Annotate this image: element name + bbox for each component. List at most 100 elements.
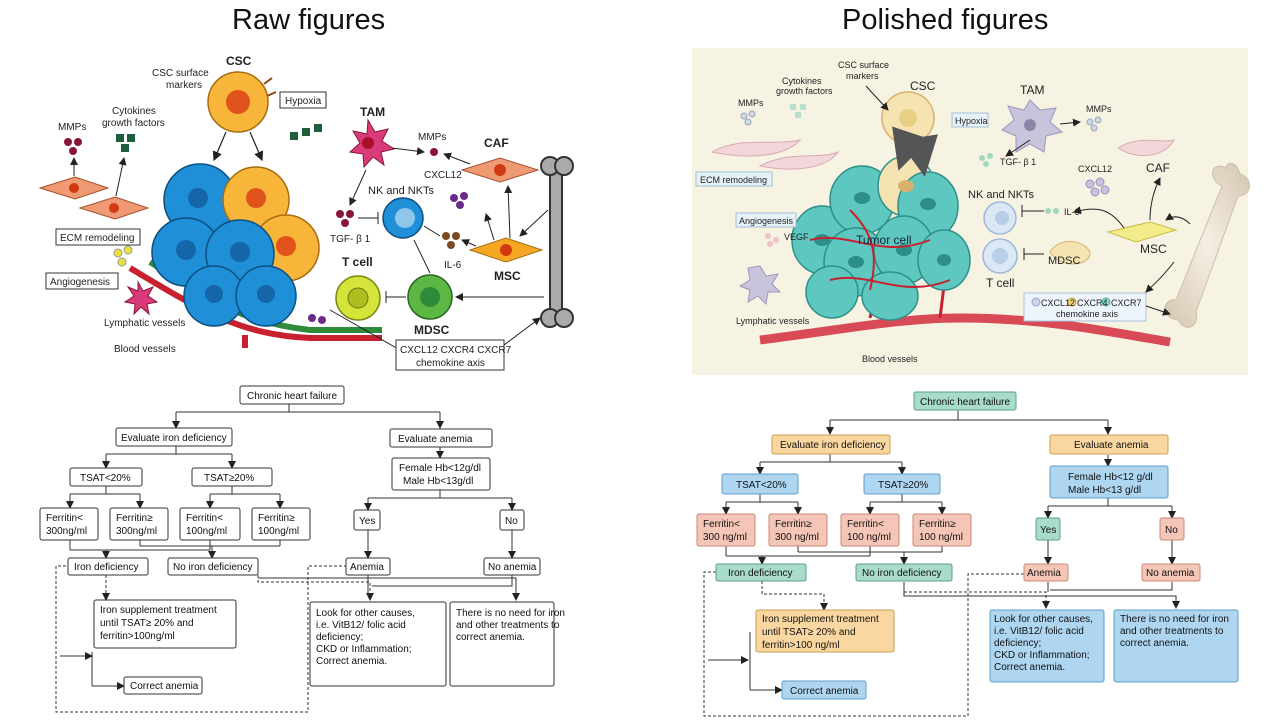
polished-lymphatic-label: Lymphatic vessels: [736, 316, 810, 326]
raw-iron-def: Iron deficiency: [74, 562, 138, 573]
raw-lymphatic-label: Lymphatic vessels: [104, 318, 185, 329]
pol-hb-female: Female Hb<12 g/dl: [1068, 472, 1153, 483]
pol-f4-a: Ferritin≥: [919, 519, 956, 530]
raw-anemia: Anemia: [350, 562, 384, 573]
pol-no: No: [1165, 525, 1178, 536]
pol-noneed-1: There is no need for iron: [1120, 614, 1229, 625]
raw-flowchart-boxes: [39, 385, 555, 695]
pol-hb-male: Male Hb<13 g/dl: [1068, 485, 1141, 496]
raw-hb-female: Female Hb<12g/dl: [399, 463, 481, 474]
polished-axis-cxcr4: CXCR4: [1077, 298, 1108, 308]
raw-tsat-high: TSAT≥20%: [204, 473, 254, 484]
raw-caf-label: CAF: [484, 136, 509, 150]
raw-il6-label: IL-6: [444, 260, 462, 271]
raw-ecm-label: ECM remodeling: [60, 233, 134, 244]
pol-eval-iron: Evaluate iron deficiency: [780, 440, 886, 451]
raw-tumor-figure: CSC CSC surface markers Hypoxia Cytokine…: [38, 54, 574, 371]
pol-tsat-low: TSAT<20%: [736, 480, 787, 491]
raw-other-2: i.e. VitB12/ folic acid: [316, 620, 406, 631]
polished-figures-heading: Polished figures: [842, 4, 1049, 36]
raw-noneed-1: There is no need for iron: [456, 608, 565, 619]
polished-tumor-label: Tumor cell: [856, 233, 912, 247]
polished-axis-label: chemokine axis: [1056, 309, 1119, 319]
raw-angiogenesis-label: Angiogenesis: [50, 277, 110, 288]
pol-f3-b: 100 ng/ml: [847, 532, 891, 543]
raw-eval-iron: Evaluate iron deficiency: [121, 433, 227, 444]
raw-mmps-label: MMPs: [58, 122, 86, 133]
raw-tsat-low: TSAT<20%: [80, 473, 131, 484]
raw-yes: Yes: [359, 516, 375, 527]
polished-tumor-figure: Tumor cell CSC CSC surface markers Hypox…: [692, 48, 1250, 375]
pol-f2-b: 300 ng/ml: [775, 532, 819, 543]
pol-supp-3: ferritin>100 ng/ml: [762, 640, 840, 651]
polished-msc-cell: [1106, 221, 1178, 243]
raw-hypoxia-label: Hypoxia: [285, 96, 322, 107]
polished-csc-markers-line1: CSC surface: [838, 60, 889, 70]
polished-hypoxia-label: Hypoxia: [955, 116, 988, 126]
raw-f4-b: 100ng/ml: [258, 526, 299, 537]
pol-supp-1: Iron supplement treatment: [762, 614, 879, 625]
polished-angiogenesis-label: Angiogenesis: [739, 216, 794, 226]
polished-flowchart: [703, 410, 1180, 717]
raw-bone-icon: [540, 156, 574, 328]
raw-noneed-3: correct anemia.: [456, 632, 525, 643]
raw-other-3: deficiency;: [316, 632, 363, 643]
pol-correct: Correct anemia: [790, 686, 859, 697]
polished-mmps-label: MMPs: [738, 98, 764, 108]
polished-cxcl12-label: CXCL12: [1078, 164, 1112, 174]
polished-tam-label: TAM: [1020, 83, 1044, 97]
raw-noneed-2: and other treatments to: [456, 620, 560, 631]
pol-other-4: CKD or Inflammation;: [994, 650, 1090, 661]
pol-iron-def: Iron deficiency: [728, 568, 792, 579]
raw-f1-a: Ferritin<: [46, 513, 83, 524]
raw-f1-b: 300ng/ml: [46, 526, 87, 537]
raw-no-anemia: No anemia: [488, 562, 537, 573]
pol-anemia: Anemia: [1027, 568, 1061, 579]
raw-tam-label: TAM: [360, 105, 385, 119]
pol-root: Chronic heart failure: [920, 397, 1010, 408]
polished-tcell-label: T cell: [986, 276, 1014, 290]
raw-axis-cells: CXCL12 CXCR4 CXCR7: [400, 345, 512, 356]
polished-mmps2-label: MMPs: [1086, 104, 1112, 114]
raw-figures-heading: Raw figures: [232, 4, 386, 36]
raw-correct: Correct anemia: [130, 681, 199, 692]
raw-lymph-tam: [123, 280, 159, 316]
raw-csc-cell: [207, 71, 277, 133]
pol-f4-b: 100 ng/ml: [919, 532, 963, 543]
polished-axis-cxcr7: CXCR7: [1111, 298, 1142, 308]
raw-csc-label: CSC: [226, 54, 252, 68]
pol-no-iron-def: No iron deficiency: [862, 568, 941, 579]
pol-other-2: i.e. VitB12/ folic acid: [994, 626, 1084, 637]
polished-bone-icon: [1164, 163, 1250, 328]
raw-cytokines-line1: Cytokines: [112, 106, 156, 117]
raw-csc-markers-line1: CSC surface: [152, 68, 209, 79]
polished-flowchart-boxes: [696, 391, 1239, 700]
polished-msc-label: MSC: [1140, 242, 1167, 256]
polished-caf-cell: [1117, 139, 1176, 157]
polished-flowchart-text: Chronic heart failure Evaluate iron defi…: [703, 397, 1229, 697]
raw-blood-label: Blood vessels: [114, 344, 176, 355]
raw-mdsc-label: MDSC: [414, 323, 450, 337]
raw-supp-1: Iron supplement treatment: [100, 605, 217, 616]
polished-cytokines-line2: growth factors: [776, 86, 833, 96]
pol-noneed-3: correct anemia.: [1120, 638, 1189, 649]
polished-il6-label: IL-6: [1064, 207, 1080, 217]
raw-f4-a: Ferritin≥: [258, 513, 295, 524]
raw-f3-b: 100ng/ml: [186, 526, 227, 537]
raw-cytokines-line2: growth factors: [102, 118, 165, 129]
raw-other-5: Correct anemia.: [316, 656, 387, 667]
raw-msc-label: MSC: [494, 269, 521, 283]
pol-eval-anemia: Evaluate anemia: [1074, 440, 1149, 451]
raw-axis-label: chemokine axis: [416, 358, 485, 369]
raw-f2-a: Ferritin≥: [116, 513, 153, 524]
polished-csc-label: CSC: [910, 79, 936, 93]
pol-f3-a: Ferritin<: [847, 519, 884, 530]
raw-supp-2: until TSAT≥ 20% and: [100, 618, 194, 629]
pol-tsat-high: TSAT≥20%: [878, 480, 928, 491]
raw-no: No: [505, 516, 518, 527]
polished-blood-vessel: [759, 313, 1171, 347]
pol-no-anemia: No anemia: [1146, 568, 1195, 579]
polished-lymph-tam: [738, 265, 782, 306]
pol-other-5: Correct anemia.: [994, 662, 1065, 673]
raw-root: Chronic heart failure: [247, 391, 337, 402]
